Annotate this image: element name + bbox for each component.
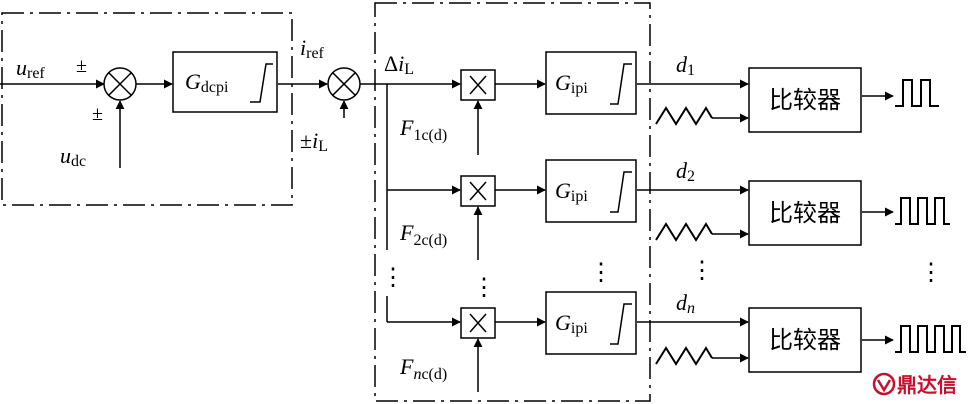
- watermark-logo: 鼎达信: [872, 372, 957, 397]
- comparator-block-2: 比较器: [748, 180, 862, 246]
- svg-text:Gipi: Gipi: [555, 310, 588, 337]
- triangle-wave-icon: [655, 346, 713, 366]
- svg-text:Gipi: Gipi: [555, 178, 588, 205]
- multiplier-2: [460, 175, 496, 207]
- gipi-block-2: Gipi: [545, 159, 637, 223]
- sign-top: ±: [76, 55, 87, 77]
- limiter-icon: [610, 63, 632, 105]
- multiplier-1: [460, 69, 496, 101]
- current-summer: [327, 67, 361, 101]
- square-wave-icon: [895, 197, 950, 225]
- bus-ellipsis: ⋮: [381, 265, 405, 291]
- ellipsis-output: ⋮: [919, 260, 943, 286]
- svg-text:比较器: 比较器: [769, 326, 841, 354]
- comparator-block-n: 比较器: [748, 307, 862, 373]
- i-ref-label: iref: [300, 35, 325, 62]
- gdcpi-block: Gdcpi: [172, 51, 278, 113]
- factor-label-2: F2c(d): [399, 220, 447, 249]
- delta-il-label: ΔiL: [384, 51, 414, 78]
- channel-1: F1c(d) Gipi d1 比较器: [399, 51, 939, 155]
- multiplier-n: [460, 307, 496, 339]
- u-ref-label: uref: [16, 55, 45, 82]
- duty-label-2: d2: [676, 158, 695, 185]
- duty-label-n: dn: [676, 290, 695, 317]
- u-dc-label: udc: [60, 143, 86, 170]
- svg-text:Gipi: Gipi: [555, 70, 588, 97]
- current-loop-group: [374, 2, 651, 402]
- limiter-icon: [610, 171, 632, 213]
- duty-label-1: d1: [676, 52, 695, 79]
- triangle-wave-icon: [655, 106, 713, 126]
- limiter-icon: [250, 63, 273, 103]
- triangle-wave-icon: [655, 222, 713, 242]
- logo-icon: [872, 372, 896, 396]
- square-wave-icon: [895, 79, 939, 107]
- outer-loop-group: [1, 12, 293, 206]
- svg-text:比较器: 比较器: [769, 199, 841, 227]
- sign-bottom: ±: [92, 103, 103, 125]
- ellipsis-gipi: ⋮: [589, 260, 613, 286]
- square-wave-icon: [895, 325, 966, 353]
- channel-n: Fnc(d) Gipi dn 比较器: [399, 290, 966, 392]
- channel-2: F2c(d) Gipi d2 比较器: [399, 158, 950, 260]
- il-feedback-label: ±iL: [300, 128, 328, 155]
- svg-text:Gdcpi: Gdcpi: [185, 69, 229, 96]
- svg-text:鼎达信: 鼎达信: [897, 373, 957, 397]
- ellipsis-carrier: ⋮: [690, 258, 714, 284]
- gipi-block-n: Gipi: [545, 291, 637, 355]
- ellipsis-multiplier: ⋮: [472, 275, 496, 301]
- svg-text:比较器: 比较器: [769, 86, 841, 114]
- gipi-block-1: Gipi: [545, 51, 637, 115]
- comparator-block-1: 比较器: [748, 67, 862, 133]
- outer-summer: [103, 67, 137, 101]
- limiter-icon: [610, 303, 632, 345]
- factor-label-n: Fnc(d): [399, 354, 447, 383]
- factor-label-1: F1c(d): [399, 115, 447, 144]
